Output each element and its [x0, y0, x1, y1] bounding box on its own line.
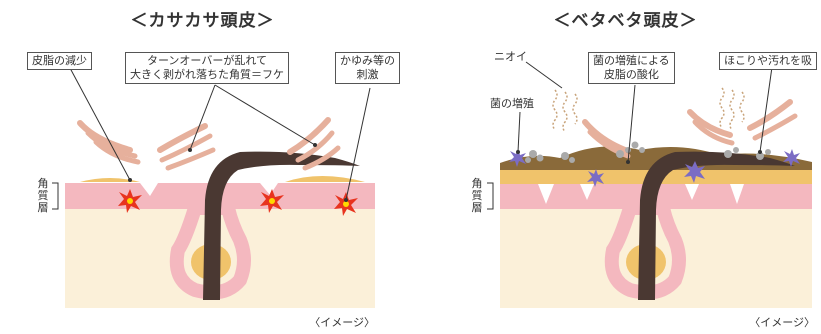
- dandruff-scale: [157, 123, 208, 153]
- dry-scalp-illustration: [52, 67, 375, 308]
- odor-label: ニオイ: [494, 50, 527, 63]
- hair-shaft: [638, 151, 795, 300]
- leader-dot: [128, 178, 132, 182]
- oily-scalp-heading: ＜ベタベタ頭皮＞: [553, 11, 698, 31]
- dandruff-label: ターンオーバーが乱れて 大きく剥がれ落ちた角質＝フケ: [125, 52, 289, 84]
- leader-dot: [626, 160, 630, 164]
- itch-label: かゆみ等の 刺激: [335, 52, 400, 84]
- leader-dot: [344, 198, 348, 202]
- bacteria: [783, 149, 800, 167]
- image-caption: 〈イメージ〉: [309, 316, 375, 329]
- layer-char: 質: [471, 189, 483, 202]
- irritation-burst: [334, 192, 358, 216]
- dandruff-scale: [85, 130, 138, 159]
- scale: [752, 113, 798, 141]
- dandruff-scale: [159, 133, 213, 163]
- skin-crack: [140, 183, 158, 196]
- oxidation-label-line2: 皮脂の酸化: [603, 68, 659, 81]
- layer-char: 角: [471, 177, 483, 190]
- image-caption: 〈イメージ〉: [749, 316, 815, 329]
- leader-dot: [758, 150, 762, 154]
- odor-wave: [739, 91, 745, 123]
- oily-scalp-illustration: [487, 61, 812, 308]
- itch-label-line1: かゆみ等の: [340, 54, 395, 67]
- leader-line: [517, 111, 521, 153]
- dandruff-scale: [287, 117, 331, 155]
- leader-line: [525, 61, 563, 89]
- stratum-corneum-label: 角 質 層: [470, 178, 484, 214]
- itch-label-line2: 刺激: [356, 68, 379, 81]
- dandruff-label-line1: ターンオーバーが乱れて: [146, 54, 267, 67]
- layer-char: 層: [471, 201, 483, 214]
- scale: [687, 109, 733, 138]
- sebum-decrease-label: 皮脂の減少: [27, 52, 92, 70]
- dandruff-scale: [302, 145, 341, 171]
- bacteria: [684, 161, 705, 183]
- scale: [582, 119, 628, 153]
- leader-dot: [313, 143, 317, 147]
- layer-bracket: [487, 182, 494, 210]
- pore-wedge: [580, 184, 594, 200]
- pore-wedge: [685, 184, 699, 200]
- leader-dot: [188, 148, 192, 152]
- sebum-thin: [80, 178, 140, 182]
- dry-scalp-heading: ＜カサカサ頭皮＞: [130, 11, 275, 31]
- leader-line: [69, 67, 131, 181]
- dandruff-scale: [77, 120, 133, 153]
- skin-crack: [260, 183, 278, 195]
- layer-char: 質: [37, 189, 49, 202]
- oxidation-label-line1: 菌の増殖による: [593, 54, 670, 67]
- irritation-burst: [118, 189, 142, 213]
- dandruff-label-line2: 大きく剥がれ落ちた角質＝フケ: [130, 68, 284, 81]
- leader-line: [345, 87, 371, 201]
- bacteria: [587, 169, 604, 187]
- odor-wave: [719, 87, 725, 129]
- leader-line: [189, 84, 216, 151]
- hair-shaft: [203, 151, 360, 300]
- odor-wave: [729, 89, 735, 131]
- oxidation-label: 菌の増殖による 皮脂の酸化: [588, 52, 675, 84]
- layer-char: 層: [37, 201, 49, 214]
- leader-line: [627, 84, 636, 163]
- leader-line: [214, 84, 316, 146]
- bacteria: [509, 149, 526, 167]
- leader-line: [759, 66, 773, 153]
- dandruff-scale: [93, 139, 141, 165]
- pore-wedge: [538, 184, 554, 204]
- dandruff-scale: [295, 130, 335, 163]
- scale: [747, 99, 793, 131]
- odor-wave: [572, 93, 578, 125]
- sebum-thin: [285, 176, 365, 182]
- bacteria-growth-label: 菌の増殖: [490, 97, 534, 110]
- scale: [587, 129, 631, 159]
- layer-bracket: [52, 182, 59, 210]
- odor-wave: [562, 91, 568, 133]
- leader-dot: [516, 150, 520, 154]
- dust-particles: [525, 141, 771, 163]
- dry-scalp-panel: ＜カサカサ頭皮＞: [0, 0, 405, 334]
- dandruff-scale: [165, 147, 216, 171]
- dust-label: ほこりや汚れを吸: [719, 52, 817, 70]
- layer-char: 角: [37, 177, 49, 190]
- pore-wedge: [730, 184, 744, 204]
- scale: [692, 119, 735, 146]
- oily-scalp-panel: ＜ベタベタ頭皮＞: [430, 0, 821, 334]
- stratum-corneum-label: 角 質 層: [36, 178, 50, 214]
- odor-wave: [552, 89, 558, 131]
- irritation-burst: [260, 189, 284, 213]
